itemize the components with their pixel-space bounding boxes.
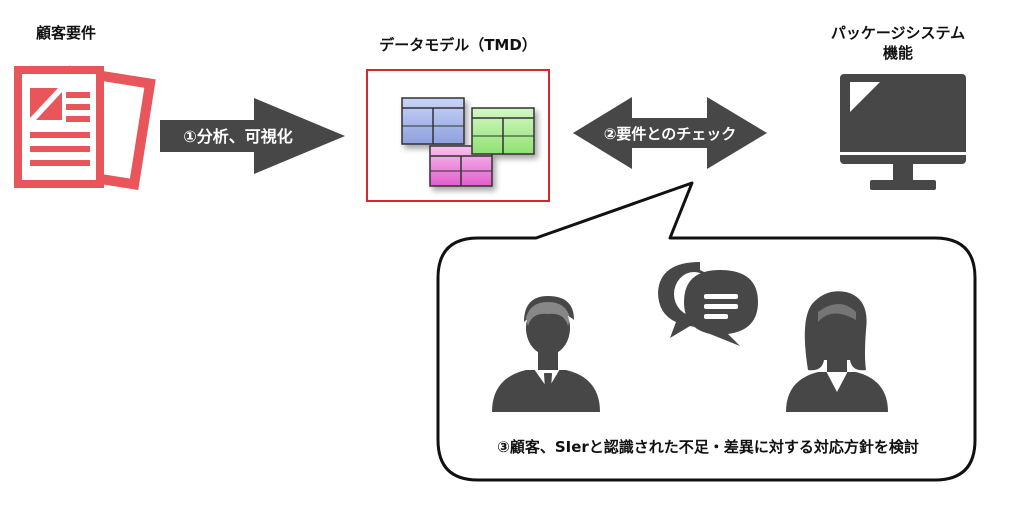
tables-icon (401, 97, 535, 187)
check-arrow-label: ②要件とのチェック (604, 125, 737, 143)
check-arrow: ②要件とのチェック (573, 97, 767, 169)
chat-bubbles-icon (658, 262, 758, 346)
customer-requirements-label: 顧客要件 (36, 24, 96, 42)
analyze-arrow-label: ①分析、可視化 (183, 127, 293, 146)
document-icon (14, 65, 156, 191)
monitor-icon (840, 74, 966, 190)
businessman-icon (492, 296, 600, 412)
analyze-arrow: ①分析、可視化 (160, 98, 345, 174)
businesswoman-icon (786, 291, 888, 412)
callout-text: ③顧客、SIerと認識された不足・差異に対する対応方針を検討 (497, 438, 919, 456)
package-label-line2: 機能 (883, 44, 913, 62)
data-model-label: データモデル（TMD） (379, 36, 537, 54)
package-label-line1: パッケージシステム (831, 24, 965, 42)
